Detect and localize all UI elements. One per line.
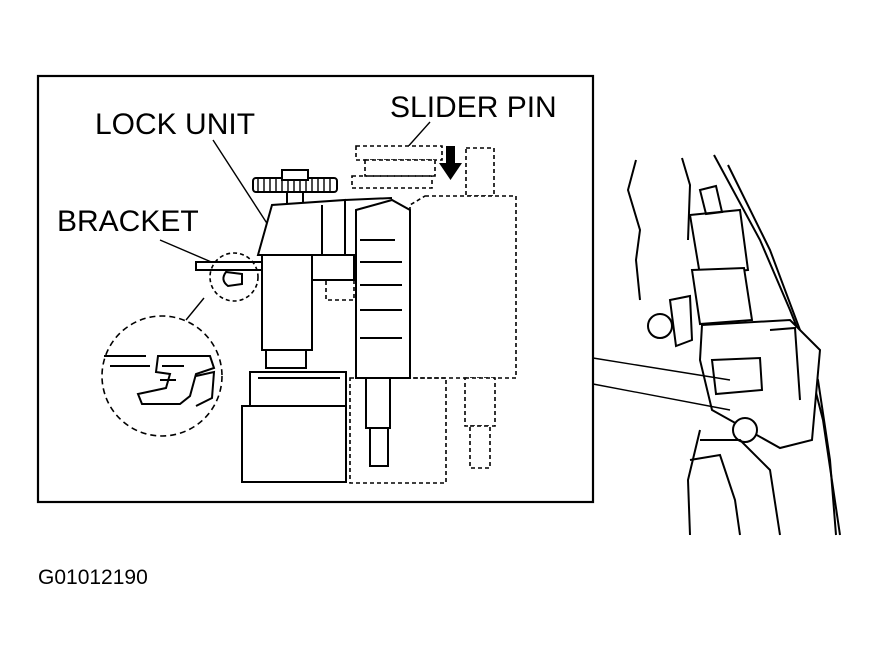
- bracket-highlight: [209, 252, 259, 302]
- bracket-magnified-detail: [101, 315, 223, 437]
- label-lock-unit: LOCK UNIT: [95, 108, 255, 141]
- steering-column-illustration: [626, 154, 841, 536]
- bracket-small: [222, 270, 243, 288]
- lock-unit-body: [195, 169, 411, 483]
- callout-line-top: [592, 357, 731, 381]
- slider-direction-arrow-icon: [439, 146, 462, 180]
- callout-line-bottom: [592, 383, 731, 411]
- figure-id: G01012190: [38, 566, 148, 589]
- label-slider-pin: SLIDER PIN: [390, 91, 557, 124]
- label-bracket: BRACKET: [57, 205, 199, 238]
- slider-assembly-dashed: [325, 145, 517, 484]
